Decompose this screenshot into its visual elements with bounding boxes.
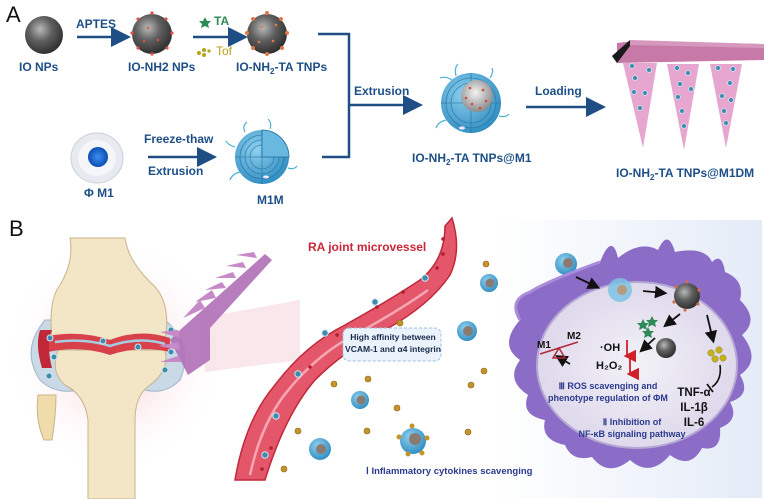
microneedle-side-view bbox=[158, 252, 272, 375]
mechanism-3-line-2: phenotype regulation of ΦM bbox=[548, 393, 668, 403]
affinity-callout-text: High affinity between VCAM-1 and α4 inte… bbox=[345, 331, 441, 355]
io-nh2-np-inside bbox=[656, 338, 676, 358]
zoom-cone bbox=[200, 300, 300, 372]
mechanism-3-label: Ⅲ ROS scavenging and phenotype regulatio… bbox=[544, 380, 672, 404]
vessel-label: RA joint microvessel bbox=[308, 240, 427, 254]
io-nh2-ta-tnps-m1-label: IO-NH2-TA TNPs@M1 bbox=[412, 151, 532, 167]
io-nh2-ta-tnp-sphere bbox=[245, 11, 289, 56]
io-nh2-ta-tnps-label: IO-NH2-TA TNPs bbox=[236, 60, 328, 76]
mechanism-2-label: Ⅱ Inhibition of NF-κB signaling pathway bbox=[567, 416, 697, 440]
cytokine-particles bbox=[280, 260, 490, 473]
extrusion-label-bottom: Extrusion bbox=[148, 164, 204, 178]
mechanism-1-label: Ⅰ Inflammatory cytokines scavenging bbox=[366, 466, 533, 477]
affinity-line-1: High affinity between bbox=[350, 332, 436, 342]
inhibition-bar bbox=[706, 383, 714, 393]
balance-m1-label: M1 bbox=[537, 340, 551, 351]
pathway-arrows bbox=[554, 276, 718, 367]
extrusion-label-top: Extrusion bbox=[354, 84, 410, 98]
internalized-vesicle bbox=[608, 278, 632, 302]
ta-star-icon bbox=[199, 17, 211, 28]
panel-a-letter: A bbox=[6, 2, 21, 27]
released-tnp bbox=[672, 280, 701, 312]
cytokine-list: TNF-α IL-1β IL-6 bbox=[672, 386, 716, 431]
io-nh2-nps-label: IO-NH2 NPs bbox=[128, 60, 196, 74]
balance-m2-label: M2 bbox=[567, 331, 581, 342]
tnps-m1-vesicle bbox=[435, 63, 510, 133]
freeze-thaw-label: Freeze-thaw bbox=[144, 132, 214, 146]
mechanism-2-line-2: NF-κB signaling pathway bbox=[578, 429, 686, 439]
macrophage-cell bbox=[70, 132, 124, 184]
aptes-label: APTES bbox=[76, 17, 117, 31]
io-nps-label: IO NPs bbox=[19, 60, 59, 74]
tof-dots-icon bbox=[197, 48, 211, 57]
ta-label: TA bbox=[214, 14, 230, 28]
knee-joint bbox=[30, 237, 186, 499]
merge-bracket bbox=[318, 32, 351, 159]
affinity-line-2: VCAM-1 and α4 integrin bbox=[345, 344, 441, 354]
mechanism-2-line-1: Ⅱ Inhibition of bbox=[602, 417, 662, 427]
hydroxyl-radical-label: ·OH bbox=[600, 342, 621, 354]
tof-label: Tof bbox=[216, 44, 233, 58]
loading-label: Loading bbox=[535, 84, 582, 98]
affinity-callout-box bbox=[342, 327, 442, 362]
ta-release-stars bbox=[637, 316, 658, 338]
h2o2-label: H₂O₂ bbox=[596, 360, 623, 372]
m1-m2-balance-icon bbox=[539, 341, 579, 359]
phi-m1-label: Φ M1 bbox=[84, 186, 114, 200]
io-nh2-np-sphere bbox=[130, 11, 174, 56]
cytokine-il-6: IL-6 bbox=[683, 417, 705, 429]
io-np-sphere bbox=[25, 16, 63, 54]
panel-b-letter: B bbox=[9, 216, 24, 241]
m1m-vesicle bbox=[225, 118, 298, 184]
microneedle-patch bbox=[612, 40, 764, 150]
cytokine-il-1-beta: IL-1β bbox=[680, 402, 708, 414]
tof-release-dots bbox=[707, 346, 727, 363]
io-nh2-ta-tnps-m1dm-label: IO-NH2-TA TNPs@M1DM bbox=[616, 166, 755, 182]
m1m-label: M1M bbox=[257, 193, 284, 207]
mechanism-3-line-1: Ⅲ ROS scavenging and bbox=[558, 381, 658, 391]
free-nanoparticles bbox=[309, 253, 577, 460]
inhibition-line bbox=[711, 364, 722, 388]
cytokine-tnf-alpha: TNF-α bbox=[677, 387, 711, 399]
